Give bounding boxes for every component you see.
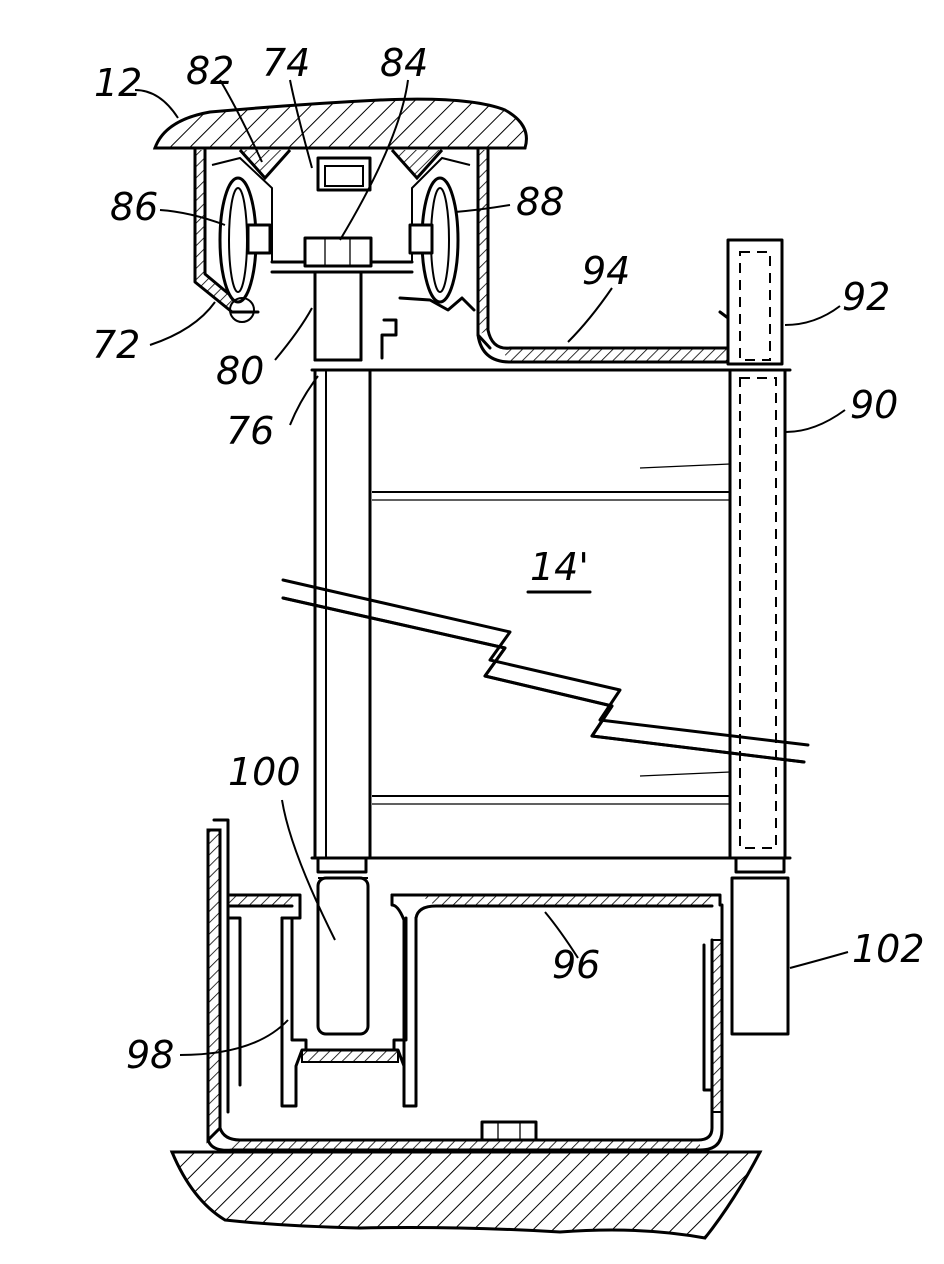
- label-102: 102: [852, 927, 925, 971]
- label-94: 94: [582, 249, 630, 293]
- roller-right: [410, 178, 458, 302]
- label-72: 72: [92, 323, 140, 367]
- panel: [283, 370, 808, 872]
- label-14-prime: 14': [530, 545, 589, 589]
- ceiling-structure: [155, 99, 526, 148]
- label-80: 80: [216, 349, 264, 393]
- carriage: [272, 158, 412, 272]
- upper-end-cap: [728, 240, 782, 364]
- label-96: 96: [552, 943, 600, 987]
- label-82: 82: [186, 49, 234, 93]
- floor: [172, 1152, 760, 1238]
- lower-end-cap: [732, 878, 788, 1034]
- upper-rail: [382, 312, 738, 362]
- floor-frame: [208, 820, 722, 1150]
- label-92: 92: [842, 275, 890, 319]
- label-74: 74: [262, 41, 310, 85]
- label-98: 98: [126, 1033, 174, 1077]
- label-76: 76: [226, 409, 274, 453]
- label-12: 12: [94, 61, 142, 105]
- label-88: 88: [516, 180, 564, 224]
- label-86: 86: [110, 185, 158, 229]
- lower-guide: [282, 878, 416, 1106]
- hanger-post: [315, 272, 361, 360]
- label-90: 90: [850, 383, 898, 427]
- label-100: 100: [228, 750, 301, 794]
- label-84: 84: [380, 41, 428, 85]
